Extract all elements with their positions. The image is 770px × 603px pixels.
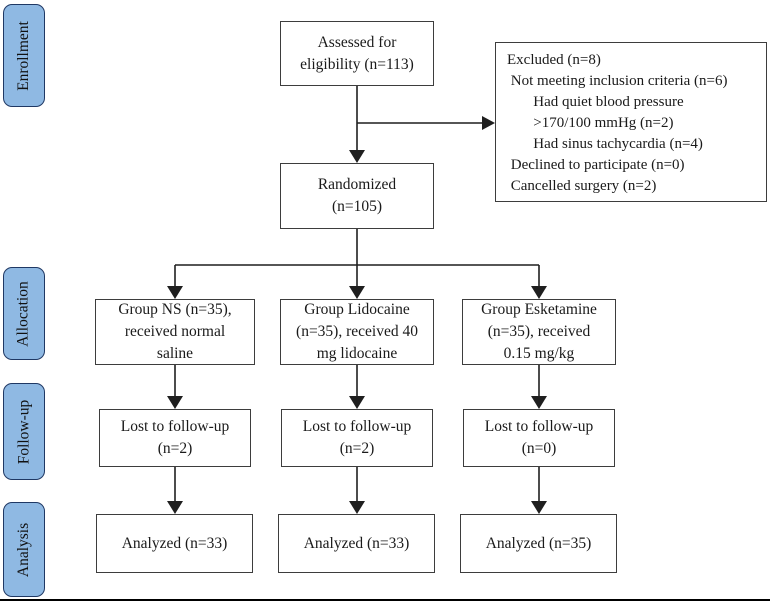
arrowhead-analyzed-lidocaine (349, 501, 365, 514)
node-lost-followup-esketamine: Lost to follow-up (n=0) (463, 409, 615, 467)
arrowhead-analyzed-esketamine (531, 501, 547, 514)
arrowhead-analyzed-ns (167, 501, 183, 514)
node-analyzed-lidocaine: Analyzed (n=33) (278, 514, 435, 573)
stage-label-followup-text: Follow-up (15, 399, 32, 464)
stage-label-allocation: Allocation (3, 267, 45, 360)
arrowhead-lost-lidocaine (349, 396, 365, 409)
node-analyzed-ns: Analyzed (n=33) (96, 514, 253, 573)
stage-label-enrollment: Enrollment (3, 4, 45, 107)
stage-label-analysis: Analysis (3, 502, 45, 597)
arrowhead-lost-esketamine (531, 396, 547, 409)
node-lost-followup-ns: Lost to follow-up (n=2) (99, 409, 251, 467)
node-analyzed-esketamine: Analyzed (n=35) (460, 514, 617, 573)
arrowhead-group-esketamine (531, 286, 547, 299)
arrowhead-group-lidocaine (349, 286, 365, 299)
stage-label-analysis-text: Analysis (15, 522, 32, 577)
node-assessed-eligibility: Assessed for eligibility (n=113) (280, 21, 434, 86)
node-group-esketamine: Group Esketamine (n=35), received 0.15 m… (462, 299, 616, 365)
figure-bottom-rule (0, 599, 770, 602)
arrowhead-lost-ns (167, 396, 183, 409)
stage-label-allocation-text: Allocation (15, 280, 32, 347)
node-excluded: Excluded (n=8) Not meeting inclusion cri… (495, 42, 767, 202)
arrowhead-excluded (482, 116, 495, 130)
stage-label-followup: Follow-up (3, 383, 45, 480)
arrowhead-group-ns (167, 286, 183, 299)
stage-label-enrollment-text: Enrollment (15, 20, 32, 91)
node-randomized: Randomized (n=105) (280, 163, 434, 229)
node-lost-followup-lidocaine: Lost to follow-up (n=2) (281, 409, 433, 467)
node-group-ns: Group NS (n=35), received normal saline (95, 299, 255, 365)
node-group-lidocaine: Group Lidocaine (n=35), received 40 mg l… (280, 299, 434, 365)
arrowhead-randomized (349, 150, 365, 163)
